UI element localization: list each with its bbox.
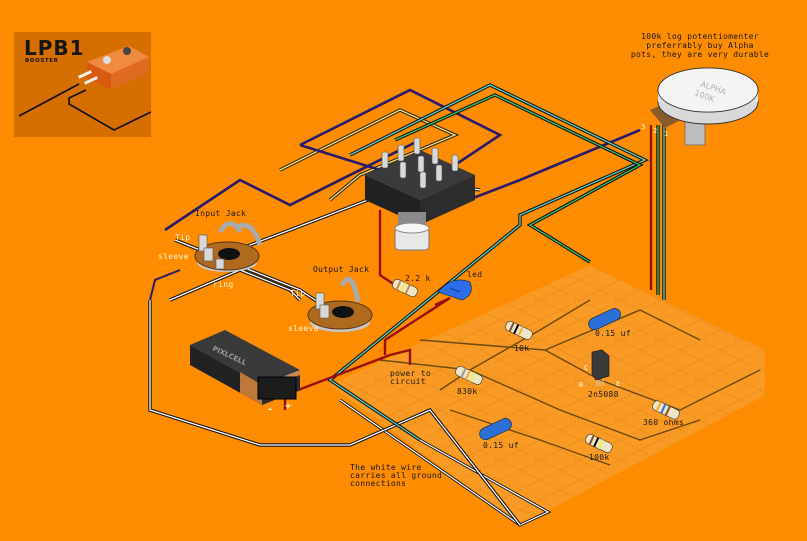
input-jack-sleeve-label: sleeve	[158, 252, 189, 261]
resistor-100k-label: 100k	[589, 453, 610, 462]
pot-note-line-1: 100k log potentiomenter	[641, 32, 759, 41]
battery-9v[interactable]: PIXLCELL	[190, 330, 300, 405]
resistor-2k2-label: 2.2 k	[405, 274, 431, 283]
resistor-100k[interactable]	[584, 433, 614, 454]
ground-note-line-3: connections	[350, 479, 407, 488]
capacitor-top-label: 0.15 uf	[595, 329, 631, 338]
power-note-line-2: circuit	[390, 377, 426, 386]
battery-negative-label: -	[267, 404, 274, 415]
led[interactable]	[437, 279, 472, 301]
ground-note-line-2: carries all ground	[350, 471, 443, 480]
resistor-10k[interactable]	[504, 320, 534, 341]
footswitch-3pdt[interactable]	[365, 137, 475, 251]
input-jack-title: Input Jack	[195, 209, 247, 218]
pot-note-line-2: preferrably buy Alpha	[646, 41, 754, 50]
output-jack-tip-label: Tip	[290, 289, 306, 298]
led-label: led	[467, 270, 483, 279]
signal-wire-yellow	[279, 108, 460, 202]
battery-positive-label: +	[285, 401, 292, 412]
transistor-pin-c: C	[584, 364, 589, 372]
resistor-10k-label: 10k	[514, 344, 530, 353]
resistor-360-ohms[interactable]	[651, 400, 681, 421]
pot-pin-2-label: 2	[653, 127, 658, 135]
pot-note-line-3: pots, they are very durable	[630, 50, 770, 59]
transistor-label: 2n5088	[588, 390, 619, 399]
resistor-360-label: 360 ohms	[643, 418, 684, 427]
output-jack-title: Output Jack	[313, 265, 370, 274]
capacitor-0-15uf-bottom[interactable]	[478, 416, 514, 441]
input-jack-ring-label: ring	[213, 280, 234, 289]
pot-pin-3-label: 3	[641, 123, 646, 131]
resistor-830k-label: 830k	[457, 387, 478, 396]
capacitor-0-15uf-top[interactable]	[587, 306, 623, 331]
potentiometer[interactable]: ALPHA 100K	[650, 67, 759, 146]
logo-subtitle: BOOSTER	[25, 58, 59, 64]
power-note-line-1: power to	[390, 369, 431, 378]
wire-teal-green	[327, 83, 666, 442]
pedal-illustration	[18, 46, 151, 131]
resistor-830k[interactable]	[454, 365, 484, 386]
logo-title: LPB1	[24, 36, 85, 60]
ground-note-line-1: The white wire	[350, 463, 422, 472]
input-jack-tip-label: Tip	[175, 233, 191, 242]
transistor-2n5088[interactable]	[591, 349, 610, 386]
pot-pin-1-label: 1	[664, 130, 669, 138]
capacitor-bottom-label: 0.15 uf	[483, 441, 519, 450]
transistor-pin-e: E	[616, 380, 621, 388]
lpb1-logo: LPB1 BOOSTER	[14, 32, 151, 137]
switch-lugs	[381, 137, 459, 189]
output-jack-sleeve-label: sleeve	[288, 324, 319, 333]
output-jack[interactable]	[307, 276, 373, 332]
circuit-board	[330, 265, 765, 527]
transistor-pin-b: B	[579, 381, 584, 389]
resistor-2k2[interactable]	[391, 278, 419, 298]
input-jack[interactable]	[194, 221, 263, 273]
power-wire-red	[283, 125, 653, 410]
